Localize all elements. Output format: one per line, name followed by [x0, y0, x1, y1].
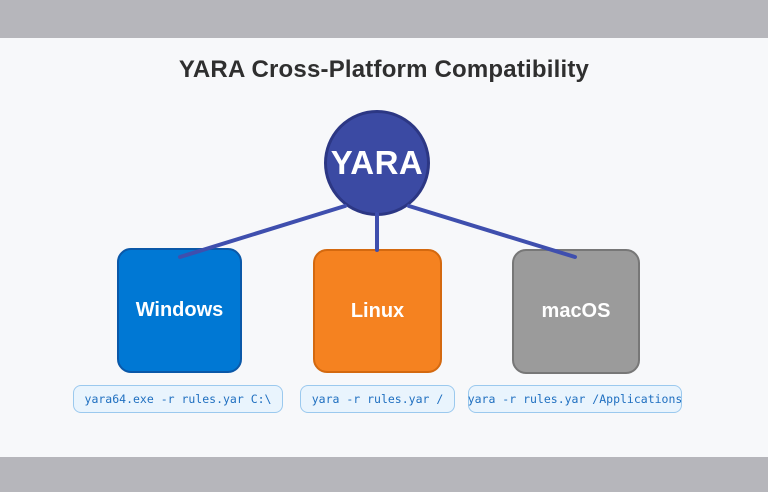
platform-label-macos: macOS [541, 300, 611, 322]
platform-label-windows: Windows [135, 299, 224, 321]
yara-root-node: YARA [324, 110, 430, 216]
platform-box-linux: Linux [313, 249, 442, 373]
command-chip-macos: yara -r rules.yar /Applications [468, 385, 682, 413]
top-letterbox-bar [0, 0, 768, 38]
platform-label-linux: Linux [350, 299, 405, 322]
page-title: YARA Cross-Platform Compatibility [178, 56, 590, 83]
command-chip-windows: yara64.exe -r rules.yar C:\ [73, 385, 283, 413]
command-chip-linux: yara -r rules.yar / [300, 385, 455, 413]
platform-box-macos: macOS [512, 249, 640, 374]
bottom-letterbox-bar [0, 457, 768, 492]
platform-box-windows: Windows [117, 248, 242, 373]
yara-root-label: YARA [330, 144, 424, 181]
